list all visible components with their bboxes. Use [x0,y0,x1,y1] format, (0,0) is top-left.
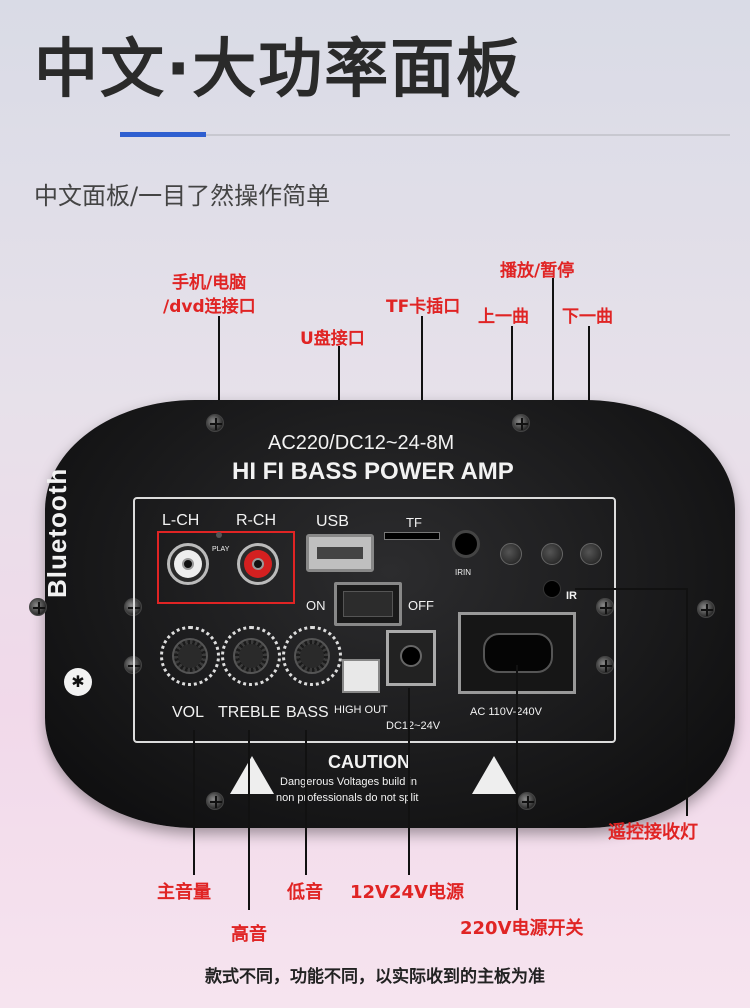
screw-icon [697,600,715,618]
leader-line [575,588,687,590]
vol-scale [160,626,220,686]
label-220v-switch: 220V电源开关 [460,918,584,939]
usb-port[interactable] [306,534,374,572]
bluetooth-icon: ✱ [64,668,92,696]
leader-line [552,278,554,514]
screw-icon [29,598,47,616]
irin-label: IRIN [455,568,471,577]
screw-icon [512,414,530,432]
leader-line [248,730,250,910]
rca-highlight-box [157,531,295,604]
leader-line [408,688,410,875]
screw-icon [206,414,224,432]
tf-slot[interactable] [384,532,440,540]
screw-icon [596,656,614,674]
model-text: AC220/DC12~24-8M [268,432,455,454]
dc-power-jack[interactable] [386,630,436,686]
rch-label: R-CH [236,512,276,529]
label-play-pause: 播放/暂停 [500,261,575,281]
bass-label: BASS [286,704,329,721]
caution-title: CAUTION [328,752,410,772]
label-next: 下一曲 [562,307,613,327]
label-u-disk: U盘接口 [300,329,365,349]
ir-label: IR [566,590,577,602]
amp-name: HI FI BASS POWER AMP [232,458,514,485]
caution-line1: Dangerous Voltages build in [280,776,417,788]
caution-line2: non professionals do not split [276,792,419,804]
warning-icon [230,756,274,794]
leader-line [305,730,307,875]
label-prev: 上一曲 [478,307,529,327]
rca-left-jack[interactable] [167,543,209,585]
screw-icon [206,792,224,810]
screw-icon [596,598,614,616]
bass-knob[interactable] [294,638,330,674]
prev-button[interactable] [500,543,522,565]
off-label: OFF [408,598,434,613]
label-master-volume: 主音量 [157,882,211,903]
label-phone-pc: 手机/电脑 [172,273,247,293]
leader-line [516,665,518,910]
footer-note: 款式不同，功能不同，以实际收到的主板为准 [205,967,545,987]
treble-scale [221,626,281,686]
divider-accent [120,132,206,137]
vol-label: VOL [172,704,205,721]
label-dvd: /dvd连接口 [163,297,256,317]
control-frame [133,497,616,743]
ac-label: AC 110V-240V [470,706,542,718]
treble-knob[interactable] [233,638,269,674]
play-led [216,532,222,538]
rca-right-jack[interactable] [237,543,279,585]
on-label: ON [306,598,326,613]
ir-receiver [543,580,561,598]
usb-label: USB [316,513,349,530]
screw-icon [518,792,536,810]
play-label: PLAY [212,546,230,553]
high-out-terminal[interactable] [342,659,380,693]
dc-label: DC12~24V [386,720,441,732]
label-ir-led: 遥控接收灯 [608,822,698,843]
next-button[interactable] [580,543,602,565]
lch-label: L-CH [162,512,200,529]
label-tf-slot: TF卡插口 [386,297,461,317]
label-treble: 高音 [231,924,267,945]
page-title: 中文·大功率面板 [34,33,523,107]
bass-scale [282,626,342,686]
ir-in-jack[interactable] [452,530,480,558]
treble-label: TREBLE [218,704,281,721]
label-12v-power: 12V24V电源 [350,882,464,903]
play-pause-button[interactable] [541,543,563,565]
bluetooth-brand: Bluetooth [42,467,72,598]
high-out-label: HIGH OUT [334,704,388,716]
page-subtitle: 中文面板/一目了然操作简单 [34,182,331,210]
tf-label: TF [406,515,422,530]
volume-knob[interactable] [172,638,208,674]
leader-line [193,730,195,875]
label-bass: 低音 [287,882,323,903]
warning-icon [472,756,516,794]
power-switch[interactable] [334,582,402,626]
leader-line [686,588,688,816]
divider [120,134,730,136]
